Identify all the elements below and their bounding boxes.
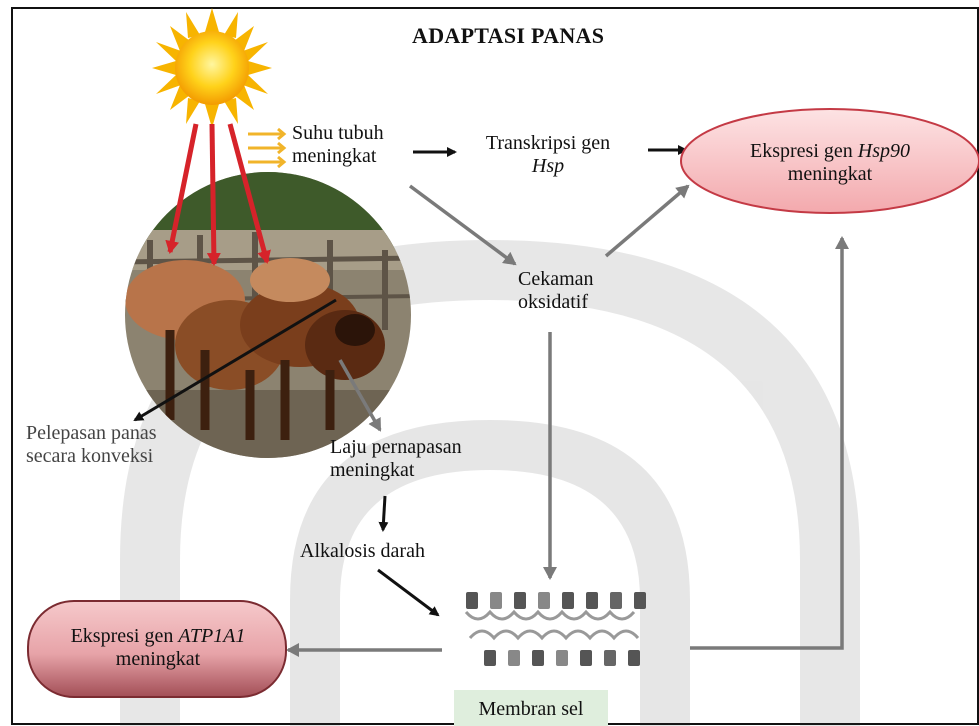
sun-icon — [152, 8, 272, 128]
node-atp-line2: meningkat — [30, 648, 286, 671]
node-hsp90: Ekspresi gen Hsp90 meningkat — [700, 140, 960, 186]
node-suhu-line2: meningkat — [292, 145, 384, 168]
node-laju-line2: meningkat — [330, 459, 462, 482]
node-atp-gene: ATP1A1 — [178, 625, 245, 647]
node-atp-prefix: Ekspresi gen — [71, 625, 179, 647]
cell-membrane-icon — [466, 592, 646, 666]
node-atp1a1: Ekspresi gen ATP1A1 meningkat — [30, 625, 286, 671]
node-transkripsi-line1: Transkripsi gen — [468, 132, 628, 155]
arrow-cekaman-to-hsp90 — [606, 186, 688, 256]
node-atp-line1: Ekspresi gen ATP1A1 — [30, 625, 286, 648]
node-pelepasan-line2: secara konveksi — [26, 445, 157, 468]
arrow-laju-to-alkalosis — [383, 496, 385, 530]
node-suhu-line1: Suhu tubuh — [292, 122, 384, 145]
node-hsp90-line2: meningkat — [700, 163, 960, 186]
node-laju: Laju pernapasan meningkat — [330, 436, 462, 482]
node-cekaman: Cekaman oksidatif — [518, 268, 594, 314]
node-hsp90-prefix: Ekspresi gen — [750, 140, 858, 162]
node-alkalosis: Alkalosis darah — [300, 540, 425, 563]
node-membran-sel: Membran sel — [454, 698, 608, 721]
arrow-alkalosis-to-membran — [378, 570, 438, 615]
node-laju-line1: Laju pernapasan — [330, 436, 462, 459]
node-hsp90-line1: Ekspresi gen Hsp90 — [700, 140, 960, 163]
heat-arrows-icon — [248, 129, 284, 167]
node-pelepasan-line1: Pelepasan panas — [26, 422, 157, 445]
node-transkripsi-line2: Hsp — [468, 155, 628, 178]
node-transkripsi: Transkripsi gen Hsp — [468, 132, 628, 178]
node-suhu-tubuh: Suhu tubuh meningkat — [292, 122, 384, 168]
node-pelepasan: Pelepasan panas secara konveksi — [26, 422, 157, 468]
node-cekaman-line1: Cekaman — [518, 268, 594, 291]
page-title: ADAPTASI PANAS — [412, 24, 604, 47]
node-hsp90-gene: Hsp90 — [858, 140, 910, 162]
node-cekaman-line2: oksidatif — [518, 291, 594, 314]
